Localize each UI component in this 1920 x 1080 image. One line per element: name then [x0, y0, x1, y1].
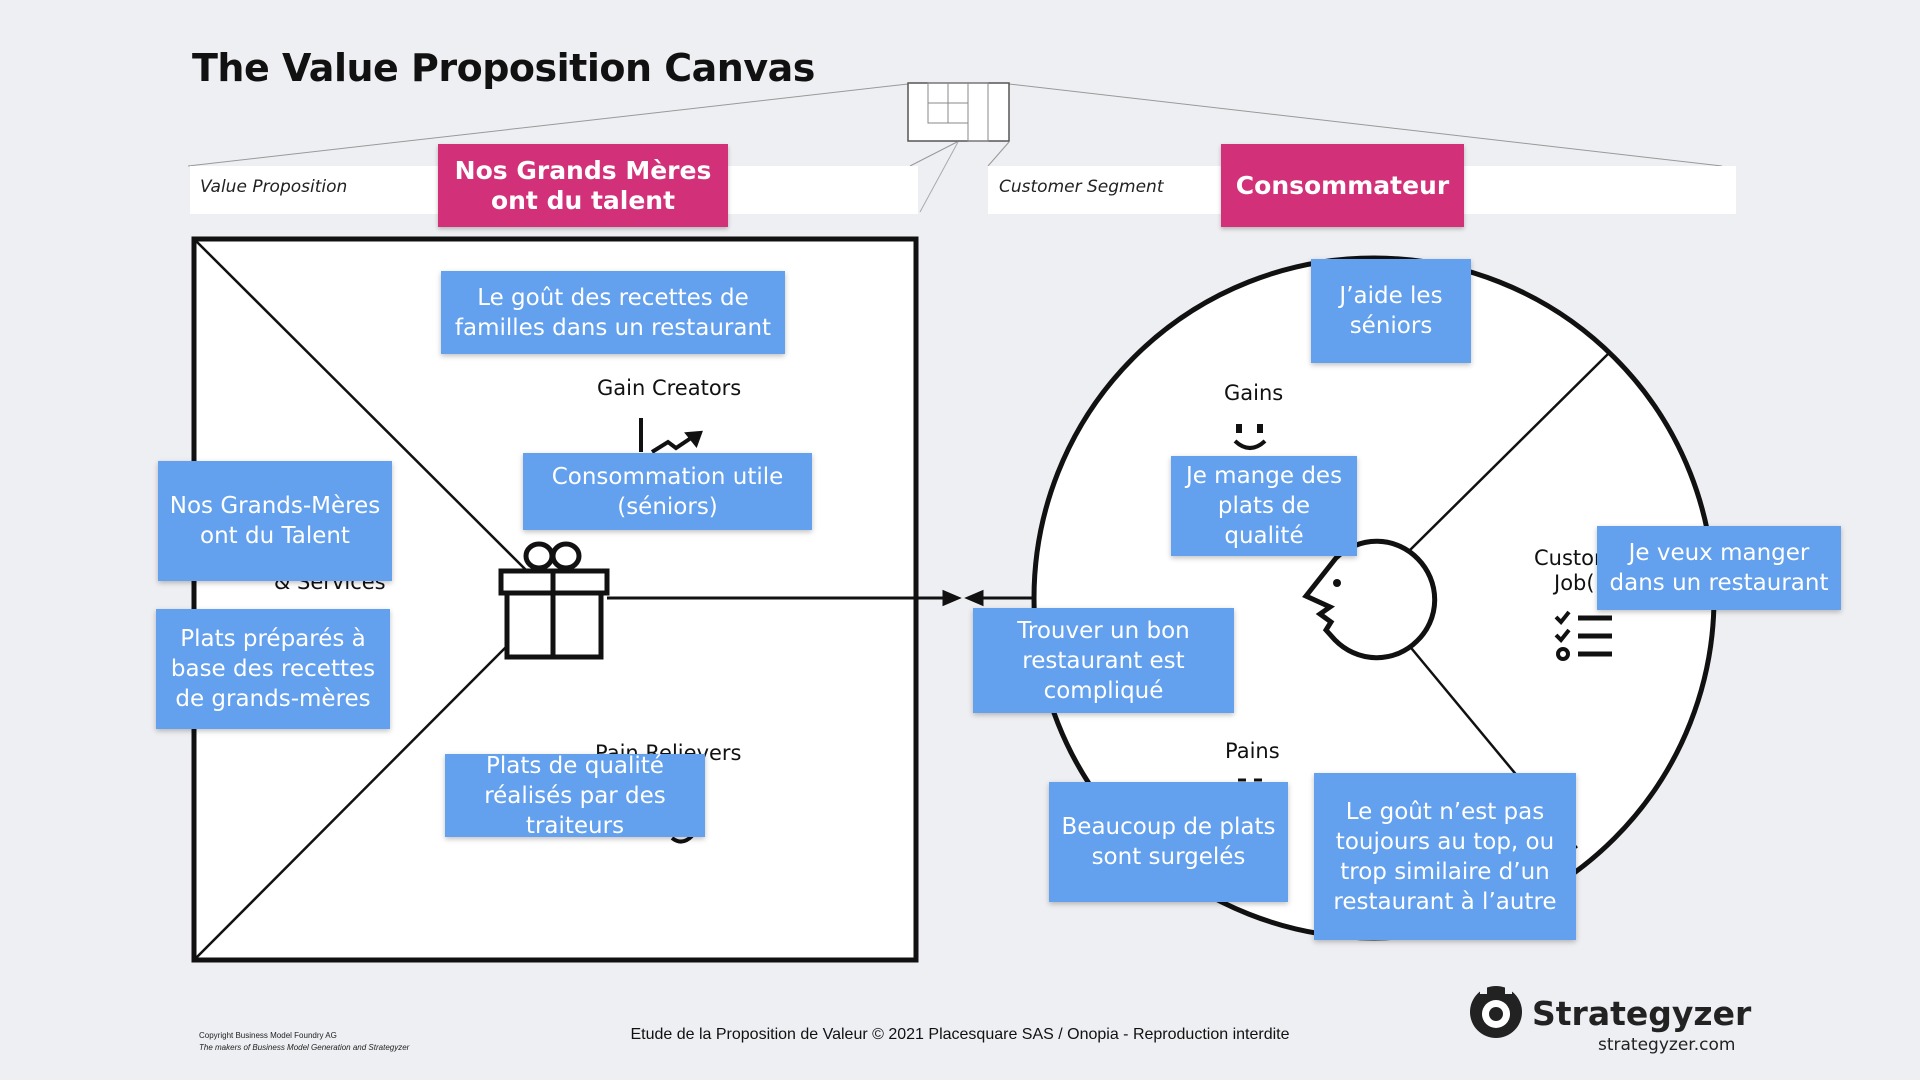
page-title: The Value Proposition Canvas [192, 46, 815, 90]
smile-face-icon [1233, 424, 1267, 450]
customer-jobs-label: Custor [1534, 546, 1603, 570]
value-proposition-label: Value Proposition [200, 177, 348, 197]
gain-creators-label: Gain Creators [597, 376, 742, 400]
note-mange-qualite[interactable]: Je mange des plats de qualité [1171, 456, 1357, 556]
note-surgeles[interactable]: Beaucoup de plats sont surgelés [1049, 782, 1288, 902]
strategyzer-url[interactable]: strategyzer.com [1598, 1035, 1736, 1055]
note-veux-manger[interactable]: Je veux manger dans un restaurant [1597, 526, 1841, 610]
note-gout-recettes[interactable]: Le goût des recettes de familles dans un… [441, 271, 785, 354]
strategyzer-logo-icon [1470, 986, 1522, 1038]
strategyzer-brand: Strategyzer [1532, 994, 1752, 1033]
footer-center-text: Etude de la Proposition de Valeur © 2021… [630, 1026, 1290, 1043]
gift-icon [498, 541, 610, 660]
copyright-line-1: Copyright Business Model Foundry AG [199, 1031, 337, 1040]
checklist-icon [1554, 610, 1612, 661]
pains-label: Pains [1225, 739, 1280, 763]
customer-head-icon [1302, 539, 1438, 660]
customer-jobs-label-2: Job( [1554, 571, 1595, 595]
note-gout-pas-top[interactable]: Le goût n’est pas toujours au top, ou tr… [1314, 773, 1576, 940]
customer-segment-name[interactable]: Consommateur [1221, 144, 1464, 227]
copyright-text: Copyright Business Model Foundry AG The … [199, 1030, 409, 1054]
value-proposition-name[interactable]: Nos Grands Mères ont du talent [438, 144, 728, 227]
customer-segment-label: Customer Segment [999, 177, 1164, 197]
copyright-line-2: The makers of Business Model Generation … [199, 1043, 410, 1052]
note-consommation-utile[interactable]: Consommation utile (séniors) [523, 453, 812, 530]
mini-canvas-icon [907, 82, 1010, 142]
note-trouver-restaurant[interactable]: Trouver un bon restaurant est compliqué [973, 608, 1234, 713]
note-plats-qualite-traiteurs[interactable]: Plats de qualité réalisés par des traite… [445, 753, 705, 839]
note-nos-grands-meres[interactable]: Nos Grands-Mères ont du Talent [158, 461, 392, 581]
gains-label: Gains [1224, 381, 1284, 405]
note-plats-prepares[interactable]: Plats préparés à base des recettes de gr… [156, 609, 390, 729]
note-aide-seniors[interactable]: J’aide les séniors [1311, 259, 1471, 363]
gain-chart-icon [639, 418, 703, 454]
